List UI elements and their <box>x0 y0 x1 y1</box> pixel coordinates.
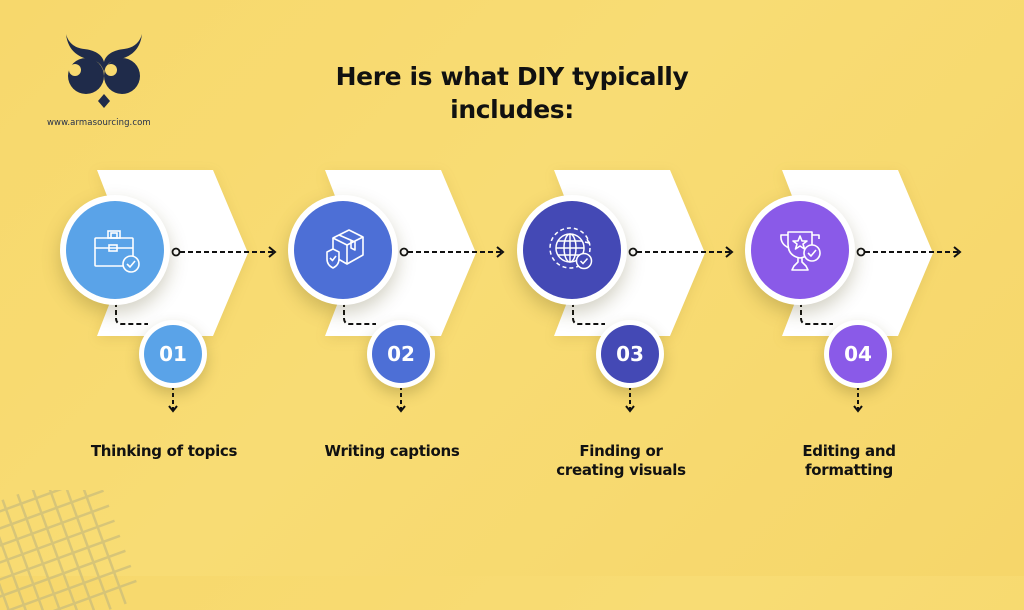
step-number: 02 <box>372 325 430 383</box>
step-label-line-1: Writing captions <box>324 442 460 460</box>
elbow-connector <box>115 302 148 325</box>
down-arrow-connector <box>168 386 178 413</box>
step-number-badge: 03 <box>596 320 664 388</box>
package-shield-icon <box>326 229 364 269</box>
step-number: 04 <box>829 325 887 383</box>
step-label-line-2: creating visuals <box>556 461 686 479</box>
page-title: Here is what DIY typically includes: <box>262 60 762 126</box>
step-label-line-1: Finding or <box>579 442 663 460</box>
title-line-1: Here is what DIY typically <box>335 62 689 91</box>
elbow-connector <box>343 302 376 325</box>
icon-ring <box>745 195 855 305</box>
brand-url: www.armasourcing.com <box>47 118 151 128</box>
trophy-check-icon <box>780 231 821 271</box>
step-label-line-2: formatting <box>805 461 893 479</box>
step-number-badge: 01 <box>139 320 207 388</box>
briefcase-check-icon <box>94 230 140 273</box>
step-number-badge: 04 <box>824 320 892 388</box>
right-arrow-connector <box>171 246 277 258</box>
icon-circle <box>294 201 392 299</box>
title-line-2: includes: <box>450 95 574 124</box>
icon-ring <box>288 195 398 305</box>
step-number-badge: 02 <box>367 320 435 388</box>
step-label-line-1: Editing and <box>802 442 896 460</box>
step-number: 01 <box>144 325 202 383</box>
grid-pattern-decoration <box>0 490 137 610</box>
icon-circle <box>751 201 849 299</box>
step-label: Editing and formatting <box>749 442 949 480</box>
step-label-line-1: Thinking of topics <box>90 442 238 460</box>
globe-check-icon <box>549 227 593 270</box>
step-label: Finding or creating visuals <box>521 442 721 480</box>
right-arrow-connector <box>399 246 505 258</box>
down-arrow-connector <box>625 386 635 413</box>
icon-ring <box>60 195 170 305</box>
down-arrow-connector <box>853 386 863 413</box>
right-arrow-connector <box>628 246 734 258</box>
owl-logo-icon <box>66 34 142 108</box>
elbow-connector <box>572 302 605 325</box>
right-arrow-connector <box>856 246 962 258</box>
elbow-connector <box>800 302 833 325</box>
step-label: Thinking of topics <box>64 442 264 461</box>
step-label: Writing captions <box>292 442 492 461</box>
icon-ring <box>517 195 627 305</box>
icon-circle <box>523 201 621 299</box>
down-arrow-connector <box>396 386 406 413</box>
icon-circle <box>66 201 164 299</box>
step-number: 03 <box>601 325 659 383</box>
